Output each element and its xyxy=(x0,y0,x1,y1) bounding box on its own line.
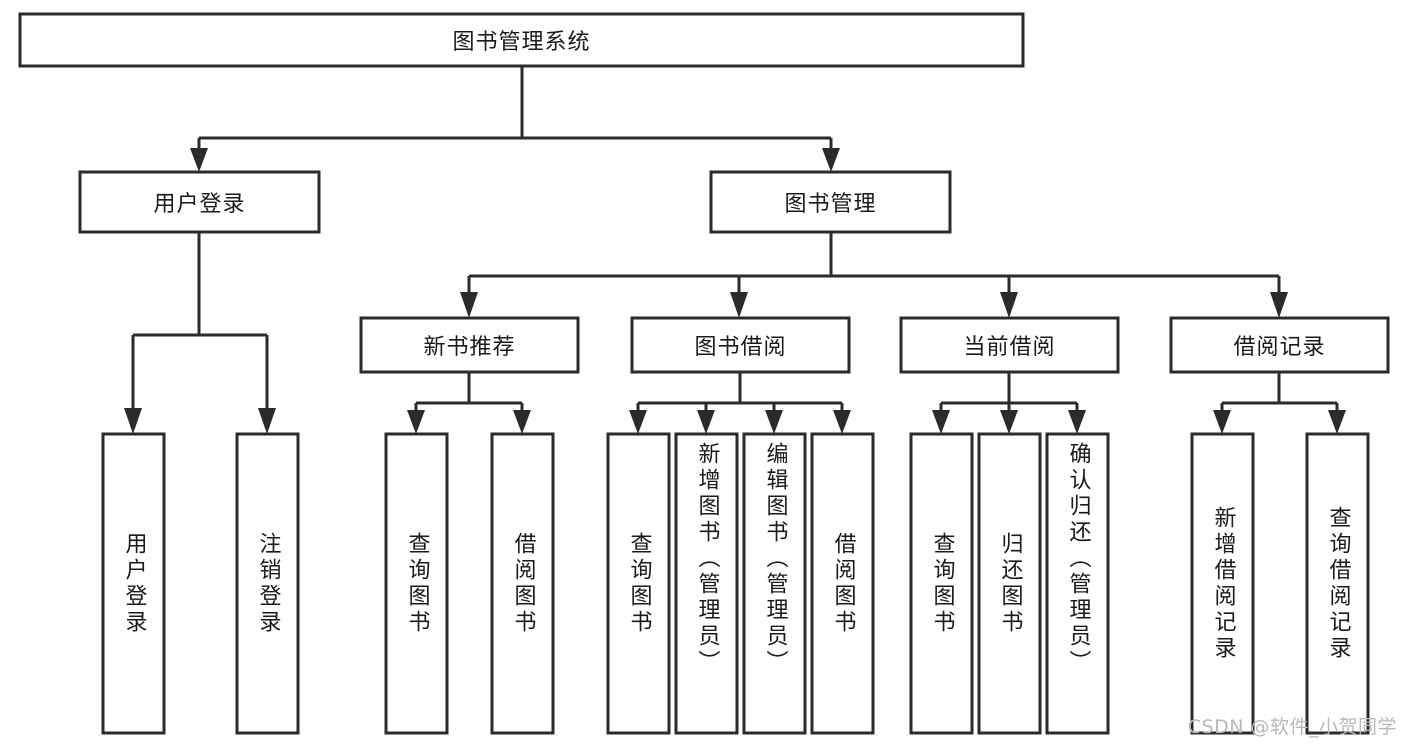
arrowhead-book-management xyxy=(822,148,840,172)
node-borrow-record-box[interactable] xyxy=(1169,316,1390,374)
node-leaf-query-book-1-box[interactable] xyxy=(384,432,449,735)
arrowhead-book-borrow xyxy=(730,292,748,318)
arrowhead-leaf-edit-book xyxy=(765,410,783,434)
arrowhead-user-login xyxy=(190,148,208,172)
arrowhead-leaf-borrow-book-1 xyxy=(513,410,531,434)
arrowhead-leaf-add-book xyxy=(697,410,715,434)
arrowhead-leaf-return-book xyxy=(1000,410,1018,434)
arrowhead-leaf-user-login xyxy=(124,408,142,434)
node-leaf-return-book-box[interactable] xyxy=(977,432,1042,735)
arrowhead-leaf-query-record xyxy=(1328,410,1346,434)
node-leaf-borrow-book-1-box[interactable] xyxy=(490,432,555,735)
arrowhead-current-borrow xyxy=(1000,292,1018,318)
node-leaf-query-book-3-box[interactable] xyxy=(909,432,974,735)
node-leaf-query-book-2-box[interactable] xyxy=(606,432,671,735)
arrowhead-new-book-recommend xyxy=(460,292,478,318)
node-leaf-confirm-return-box[interactable] xyxy=(1045,432,1110,735)
arrowhead-leaf-query-book-1 xyxy=(407,410,425,434)
arrowhead-leaf-query-book-2 xyxy=(629,410,647,434)
arrowhead-leaf-query-book-3 xyxy=(932,410,950,434)
node-user-login-box[interactable] xyxy=(78,170,321,234)
arrowhead-leaf-borrow-book-2 xyxy=(833,410,851,434)
node-leaf-add-record-box[interactable] xyxy=(1190,432,1255,735)
arrowhead-borrow-record xyxy=(1270,292,1288,318)
node-book-borrow-box[interactable] xyxy=(630,316,851,374)
node-leaf-borrow-book-2-box[interactable] xyxy=(810,432,875,735)
node-current-borrow-box[interactable] xyxy=(899,316,1120,374)
node-leaf-add-book-box[interactable] xyxy=(674,432,739,735)
arrowhead-leaf-add-record xyxy=(1213,410,1231,434)
node-book-management-box[interactable] xyxy=(709,170,952,234)
arrowhead-leaf-logout xyxy=(258,408,276,434)
node-root-box[interactable] xyxy=(18,12,1025,68)
node-leaf-logout-box[interactable] xyxy=(235,432,300,735)
watermark-label: CSDN @软件_小贺同学 xyxy=(1187,716,1397,738)
node-leaf-user-login-box[interactable] xyxy=(101,432,166,735)
arrowhead-leaf-confirm-return xyxy=(1068,410,1086,434)
node-leaf-edit-book-box[interactable] xyxy=(742,432,807,735)
node-new-book-recommend-box[interactable] xyxy=(359,316,580,374)
node-leaf-query-record-box[interactable] xyxy=(1305,432,1370,735)
